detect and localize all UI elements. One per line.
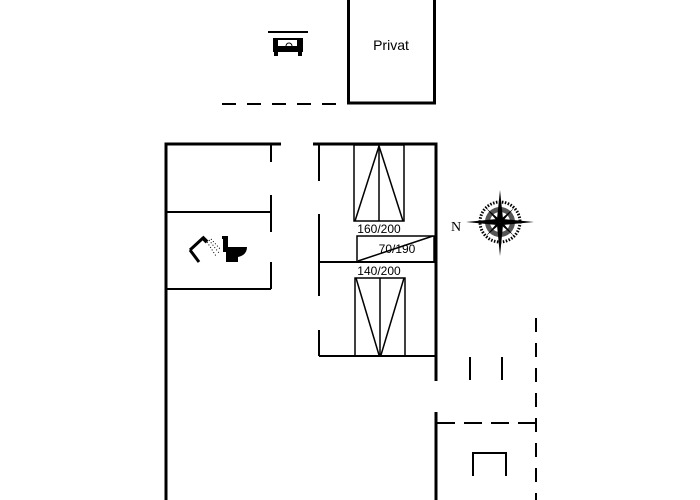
private-room: Privat (347, 0, 436, 105)
private-room-label: Privat (373, 37, 409, 53)
terrace-area (437, 318, 537, 500)
bed-160-200 (353, 144, 405, 222)
bed-label-160-200: 160/200 (357, 222, 401, 236)
toilet-icon (222, 236, 247, 262)
shower-icon (188, 235, 222, 263)
outer-walls (164, 142, 438, 500)
bed-label-70-190: 70/190 (379, 242, 416, 256)
interior-walls-left (166, 144, 272, 290)
car-carport-icon (268, 31, 308, 56)
bed-140-200 (354, 277, 406, 357)
compass-north-label: N (451, 220, 461, 235)
compass-rose-icon (466, 190, 534, 256)
bed-label-140-200: 140/200 (357, 264, 401, 278)
bedroom-walls (318, 144, 436, 357)
bed-70-190 (356, 235, 435, 263)
